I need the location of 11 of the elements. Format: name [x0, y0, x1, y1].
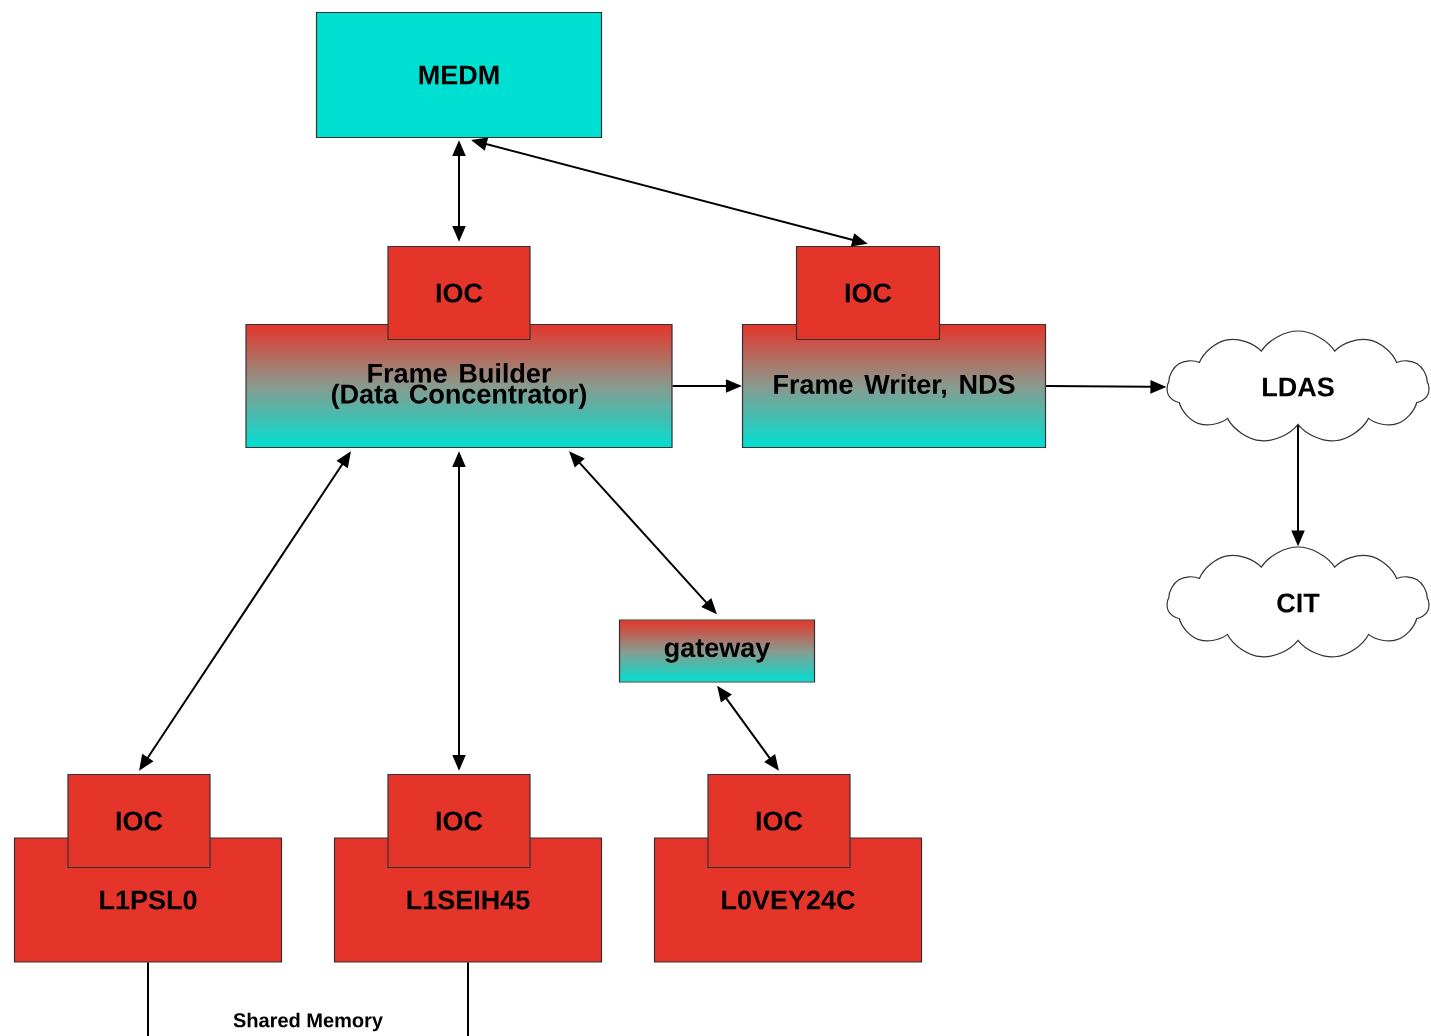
edge-label: Shared Memory — [231, 1010, 386, 1034]
connector-line — [147, 961, 469, 1036]
process-box: Frame Writer, NDS — [741, 323, 1047, 449]
process-box: IOC — [707, 773, 851, 869]
process-box: IOC — [387, 773, 531, 869]
process-box: IOC — [387, 245, 531, 341]
process-box: IOC — [795, 245, 941, 341]
process-box: Frame Builder (Data Concentrator) — [245, 323, 673, 449]
process-box: gateway — [618, 619, 816, 683]
process-box: IOC — [67, 773, 211, 869]
process-box: MEDM — [315, 11, 603, 139]
